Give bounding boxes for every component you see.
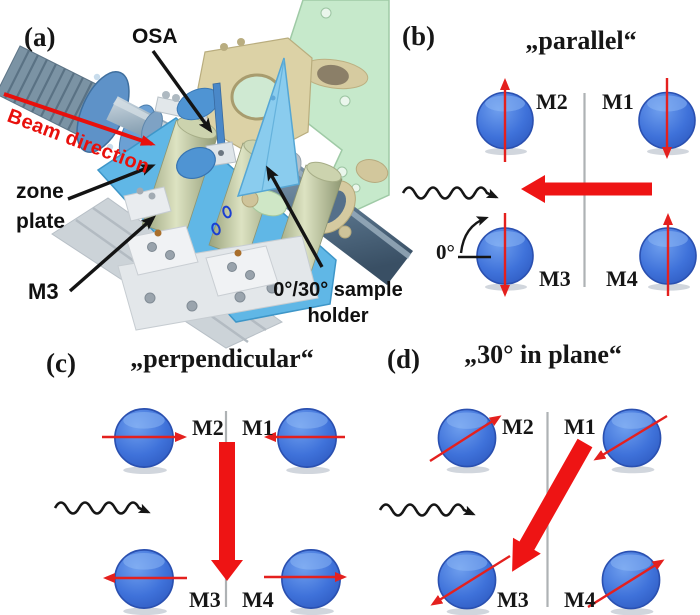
magnet-circle-m1: [602, 408, 662, 475]
magnetization-arrow-m2: [429, 415, 502, 463]
panel-b-title: „parallel“: [525, 26, 637, 55]
zone-plate-pointer-arrow: [67, 164, 156, 201]
panel-b-diagram: [401, 78, 697, 297]
magnet-circle-m4: [281, 549, 341, 615]
magnet-circle-m2: [114, 408, 174, 475]
sample-holder-label-line1: 0°/30° sample: [273, 279, 403, 301]
magnet-label-m4: M4: [564, 587, 596, 612]
magnet-circle-m4: [601, 550, 661, 615]
cad-zone-plate-disc: [176, 147, 216, 179]
magnet-label-m1: M1: [602, 89, 634, 114]
panel-b-label: (b): [402, 21, 435, 51]
field-arrow: [521, 175, 652, 203]
zero-degree-label: 0°: [436, 240, 455, 264]
rotation-arrow: [459, 216, 489, 254]
panel-d-diagram: [378, 408, 668, 615]
panel-c-label: (c): [46, 348, 76, 378]
magnet-circle-m1: [277, 408, 337, 475]
field-arrow: [512, 438, 593, 572]
magnet-label-m1: M1: [564, 414, 596, 439]
magnet-label-m2: M2: [536, 89, 568, 114]
magnetization-arrow-m1: [593, 414, 668, 461]
osa-pointer-arrow: [151, 50, 213, 134]
m3-pointer-arrow: [68, 215, 157, 293]
magnet-circle-m2: [437, 408, 497, 475]
holder-pointer-arrow: [266, 165, 324, 268]
magnet-label-m2: M2: [192, 415, 224, 440]
panel-d-label: (d): [387, 344, 420, 374]
beam-direction-arrow: [3, 92, 156, 146]
field-arrow: [211, 442, 243, 581]
magnet-label-m1: M1: [242, 415, 274, 440]
panel-c-title: „perpendicular“: [130, 344, 314, 373]
magnet-label-m2: M2: [502, 414, 534, 439]
cad-sample-holder-blade: [236, 57, 300, 197]
magnetization-arrow-m4: [587, 559, 665, 609]
magnetization-arrow-m3: [430, 554, 511, 606]
magnet-circle-m3: [114, 549, 174, 615]
zone-plate-label-line2: plate: [16, 210, 66, 233]
m3-cad-label: M3: [28, 279, 59, 304]
magnet-label-m4: M4: [242, 587, 274, 612]
photon-wave: [378, 503, 476, 517]
magnet-label-m3: M3: [189, 587, 221, 612]
panel-d-title: „30° in plane“: [464, 340, 622, 369]
magnet-label-m3: M3: [497, 587, 529, 612]
annotation-arrows: [67, 50, 324, 293]
magnet-label-m3: M3: [539, 266, 571, 291]
photon-wave: [401, 186, 499, 200]
osa-label: OSA: [132, 25, 178, 48]
sample-holder-label: 0°/30° sample holder: [264, 280, 412, 332]
cad-render: [0, 0, 413, 349]
photon-wave: [53, 501, 151, 515]
sample-holder-label-line2: holder: [307, 305, 369, 327]
panel-c-diagram: [53, 408, 347, 615]
zone-plate-label-line1: zone: [16, 180, 64, 203]
magnet-label-m4: M4: [606, 266, 638, 291]
panel-a-label: (a): [24, 22, 56, 52]
